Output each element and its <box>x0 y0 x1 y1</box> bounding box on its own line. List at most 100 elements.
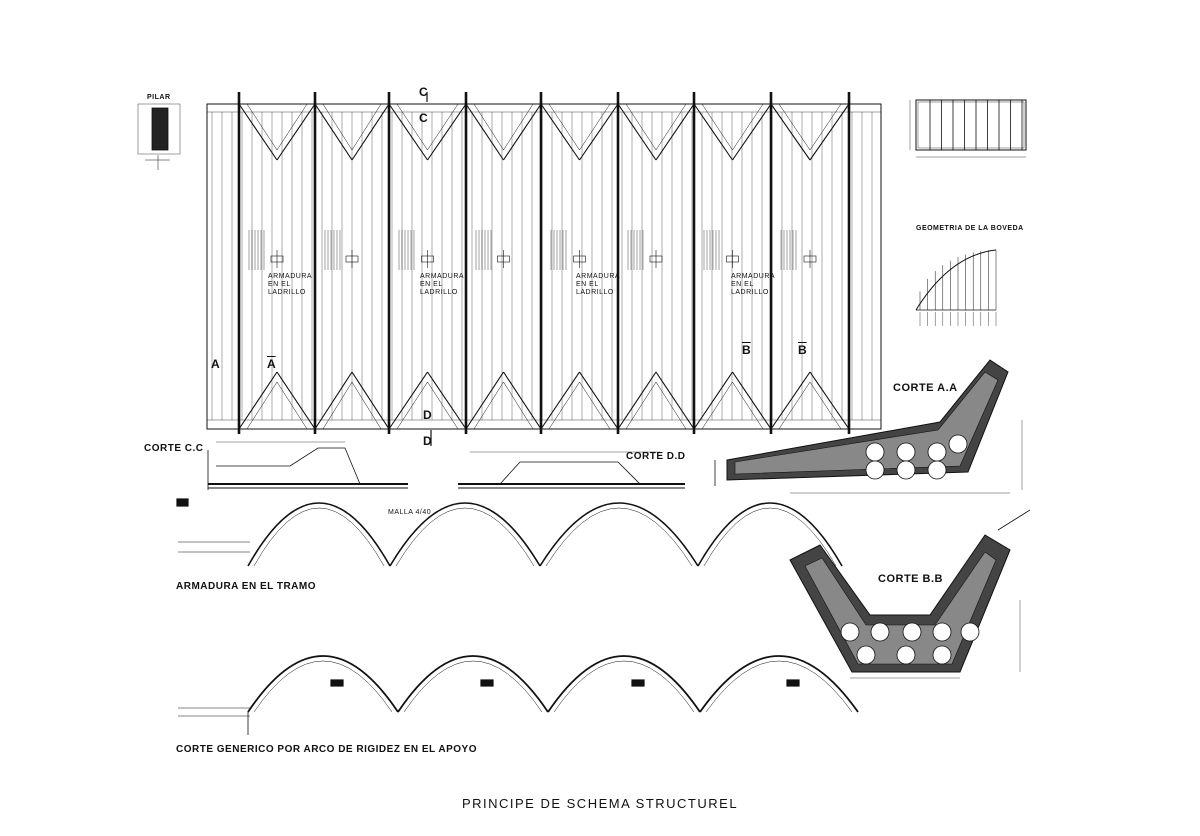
diagonal-rebar <box>540 103 580 161</box>
bb-tube <box>840 622 860 642</box>
diagonal-rebar <box>351 381 382 430</box>
diagonal-rebar <box>579 103 619 161</box>
aa-tube <box>927 442 947 462</box>
corte-dd-label: CORTE D.D <box>626 451 686 462</box>
pilar-section <box>151 107 169 151</box>
diagonal-rebar <box>388 371 428 430</box>
bb-tube <box>856 645 876 665</box>
diagonal-rebar <box>246 103 278 151</box>
diagonal-rebar <box>238 371 278 430</box>
diagonal-rebar <box>809 381 842 430</box>
diagonal-rebar <box>770 103 811 161</box>
cc-profile <box>216 447 361 485</box>
aa-tube <box>948 434 968 454</box>
vault-curve <box>915 249 997 311</box>
diagonal-rebar <box>770 371 811 430</box>
aa-tube <box>865 460 885 480</box>
section-aa <box>714 359 1023 494</box>
section-mark-b-right: B <box>798 343 807 357</box>
diagonal-rebar <box>473 381 504 430</box>
diagonal-rebar <box>579 381 611 430</box>
diagonal-rebar <box>503 103 542 161</box>
diagonal-rebar <box>701 103 733 151</box>
drawing-caption: PRINCIPE DE SCHEMA STRUCTUREL <box>461 796 739 811</box>
diagonal-rebar <box>388 103 428 161</box>
support-arch <box>397 655 549 713</box>
support-arch-inner <box>553 660 695 713</box>
section-mark-d-mid: D <box>423 408 432 422</box>
section-dd <box>458 451 685 489</box>
diagonal-rebar <box>351 371 390 430</box>
elevation-inner <box>917 101 1025 149</box>
bb-tube <box>960 622 980 642</box>
corte-cc-label: CORTE C.C <box>144 443 204 454</box>
diagonal-rebar <box>732 103 764 151</box>
armadura-ladrillo-label-4: ARMADURA EN EL LADRILLO <box>731 273 775 296</box>
diagonal-rebar <box>351 103 382 151</box>
diagonal-rebar <box>314 371 353 430</box>
diagonal-rebar <box>427 371 467 430</box>
diagonal-rebar <box>246 381 278 430</box>
diagonal-rebar <box>276 103 316 161</box>
diagonal-rebar <box>579 371 619 430</box>
span-arch-inner <box>253 508 385 567</box>
diagonal-rebar <box>465 371 504 430</box>
bb-tube <box>902 622 922 642</box>
diagonal-rebar <box>465 103 504 161</box>
diagonal-rebar <box>396 381 428 430</box>
section-mark-a-right: A <box>267 357 276 371</box>
support-arch <box>699 655 859 713</box>
diagonal-rebar <box>540 371 580 430</box>
diagonal-rebar <box>617 371 657 430</box>
support-rebar-tag <box>480 679 494 687</box>
bb-tube <box>932 645 952 665</box>
diagonal-rebar <box>617 103 657 161</box>
support-arch <box>247 655 399 713</box>
diagonal-rebar <box>503 371 542 430</box>
diagonal-rebar <box>351 103 390 161</box>
diagonal-rebar <box>314 103 353 161</box>
armadura-ladrillo-label-1: ARMADURA EN EL LADRILLO <box>268 273 312 296</box>
diagonal-rebar <box>693 371 733 430</box>
section-cc <box>207 441 408 490</box>
geometria-label: GEOMETRIA DE LA BOVEDA <box>916 225 1024 232</box>
span-arch <box>247 502 391 567</box>
span-arch <box>389 502 541 567</box>
diagonal-rebar <box>276 103 308 151</box>
bb-tube <box>932 622 952 642</box>
support-rebar-tag <box>330 679 344 687</box>
diagonal-rebar <box>548 103 580 151</box>
support-rebar-tag <box>786 679 800 687</box>
section-mark-a-left: A <box>211 357 220 371</box>
armadura-tramo-label: ARMADURA EN EL TRAMO <box>176 581 316 592</box>
aa-tube <box>927 460 947 480</box>
vault-geometry-diagram <box>915 249 997 326</box>
section-mark-c-top: C <box>419 85 428 99</box>
support-arch-inner <box>705 660 853 713</box>
diagonal-rebar <box>732 371 772 430</box>
diagonal-rebar <box>732 103 772 161</box>
corte-aa-label: CORTE A.A <box>893 382 958 394</box>
diagonal-rebar <box>809 103 850 161</box>
section-mark-c-mid: C <box>419 111 428 125</box>
aa-tube <box>865 442 885 462</box>
diagonal-rebar <box>655 381 687 430</box>
plan-outline <box>206 103 882 430</box>
diagonal-rebar <box>473 103 504 151</box>
diagonal-rebar <box>778 103 811 151</box>
armadura-ladrillo-label-2: ARMADURA EN EL LADRILLO <box>420 273 464 296</box>
legend-swatch <box>176 498 189 507</box>
diagonal-rebar <box>579 103 611 151</box>
diagonal-rebar <box>503 103 534 151</box>
span-arch <box>539 502 699 567</box>
arches-support <box>178 655 859 735</box>
section-bb <box>789 509 1031 679</box>
pilar-label: PILAR <box>147 94 171 101</box>
diagonal-rebar <box>238 103 278 161</box>
diagonal-rebar <box>427 103 467 161</box>
section-mark-d-bottom: D <box>423 434 432 448</box>
plan-view <box>206 92 882 446</box>
elevation-detail <box>909 99 1027 158</box>
diagonal-rebar <box>396 103 428 151</box>
